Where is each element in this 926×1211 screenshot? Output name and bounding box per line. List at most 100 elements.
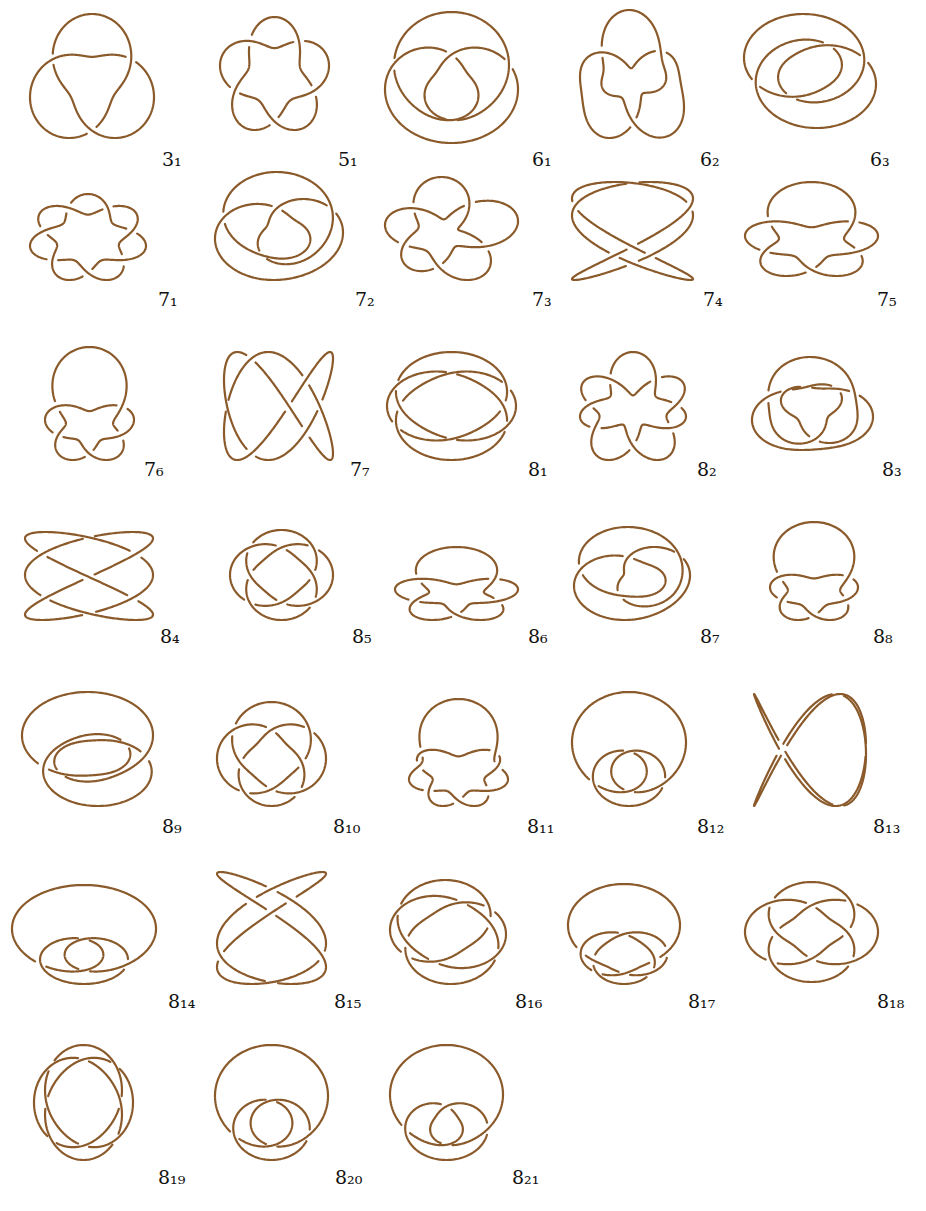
knot-strand: [244, 724, 304, 758]
knot-strand: [92, 234, 146, 269]
knot-strand: [54, 740, 140, 769]
knot-label: 7₆: [144, 458, 164, 480]
knot-strand: [403, 371, 502, 400]
knot-strand: [240, 93, 317, 130]
knot-strand: [414, 177, 482, 242]
knot-strand: [254, 544, 308, 570]
knot-strand: [572, 182, 686, 202]
knot-strand: [754, 756, 781, 806]
knot-label: 8₂₀: [335, 1166, 362, 1188]
knot-strand: [401, 214, 433, 271]
knot-strand: [844, 696, 866, 806]
knot-strand: [224, 904, 286, 952]
knot-strand: [572, 184, 626, 253]
knot-strand: [599, 753, 647, 792]
knot-label-box: 8₁₈: [877, 990, 904, 1013]
knot-label-box: 7₅: [877, 288, 897, 311]
knot-strand: [768, 393, 842, 443]
knot-strand: [578, 211, 645, 253]
knot-strand: [812, 388, 849, 391]
knot-label: 8₁₅: [334, 990, 361, 1012]
knot-strand: [401, 880, 490, 916]
knot-strand: [217, 724, 266, 790]
knot-label: 7₅: [877, 288, 897, 310]
knot-strand: [417, 750, 490, 761]
knot-strand: [788, 602, 849, 620]
knot-strand: [256, 411, 317, 460]
knot-strand: [47, 557, 127, 595]
knot-label: 8₁: [528, 458, 548, 480]
knot-strand: [405, 1103, 487, 1160]
knot-strand: [45, 1071, 78, 1143]
knot-strand: [602, 10, 667, 117]
knot-strand: [754, 694, 779, 749]
knot-label-box: 8₁₅: [334, 990, 361, 1013]
knot-strand: [225, 211, 310, 259]
knot-strand: [46, 941, 103, 972]
knot-strand: [257, 872, 326, 897]
knot-strand: [95, 532, 153, 574]
knot-strand: [410, 247, 491, 280]
knot-label: 7₄: [703, 288, 723, 310]
knot-label: 7₂: [355, 288, 375, 310]
knot-strand: [230, 544, 276, 599]
knot-strand: [217, 904, 265, 981]
knot-strand: [55, 1045, 122, 1096]
knot-strand: [434, 791, 488, 806]
knot-strand: [396, 391, 446, 438]
knot-strand: [30, 55, 126, 138]
knot-strand: [276, 733, 304, 787]
knot-label: 8₁₈: [877, 990, 904, 1012]
knot-label-box: 8₆: [528, 625, 548, 648]
knot-label-box: 7₆: [144, 458, 164, 481]
knot-strand: [246, 580, 309, 620]
knot-label: 5₁: [338, 148, 358, 170]
knot-strand: [232, 47, 269, 130]
knot-strand: [756, 40, 876, 128]
knot-strand: [630, 958, 667, 975]
knot-strand: [401, 411, 500, 440]
knot-strand: [580, 51, 655, 138]
knot-strand: [770, 575, 843, 598]
knot-strand: [390, 896, 456, 952]
knot-label: 8₁₉: [158, 1166, 185, 1188]
knot-label: 6₂: [700, 148, 720, 170]
knot-strand: [236, 702, 311, 758]
knot-label-box: 8₁: [528, 458, 548, 481]
knot-label: 8₆: [528, 625, 548, 647]
knot-label: 8₂: [697, 458, 717, 480]
knot-label-box: 6₂: [700, 148, 720, 171]
knot-strand: [309, 385, 333, 460]
knot-label-box: 7₃: [532, 288, 552, 311]
knot-strand: [629, 936, 654, 967]
knot-strand: [246, 553, 276, 600]
knot-strand: [817, 904, 878, 964]
knot-strand: [744, 14, 864, 102]
knot-label-box: 8₂₀: [335, 1166, 362, 1189]
knot-strand: [745, 221, 848, 249]
knot-strand: [568, 884, 680, 957]
knot-strand: [774, 522, 855, 595]
knot-strand: [775, 882, 854, 927]
knot-strand: [769, 908, 807, 956]
knot-label: 8₁₇: [688, 990, 715, 1012]
knot-strand: [277, 733, 326, 793]
knot-label: 8₁₂: [697, 815, 724, 837]
knot-strand: [416, 547, 497, 598]
knot-strand: [224, 412, 285, 460]
knot-label: 8₂₁: [512, 1166, 539, 1188]
knot-label: 8₈: [873, 625, 893, 647]
knot-strand: [49, 748, 130, 775]
knot-strand: [395, 579, 488, 600]
knot-label-box: 7₇: [350, 458, 370, 481]
knot-strand: [89, 1069, 133, 1147]
knot-strand: [409, 758, 423, 790]
knot-strand: [768, 357, 857, 443]
knot-label-box: 8₂₁: [512, 1166, 539, 1189]
knot-strand: [572, 250, 627, 280]
knot-strand: [292, 352, 333, 401]
knot-strand: [390, 1045, 503, 1145]
knot-strand: [279, 41, 329, 117]
knot-strand: [45, 405, 116, 432]
